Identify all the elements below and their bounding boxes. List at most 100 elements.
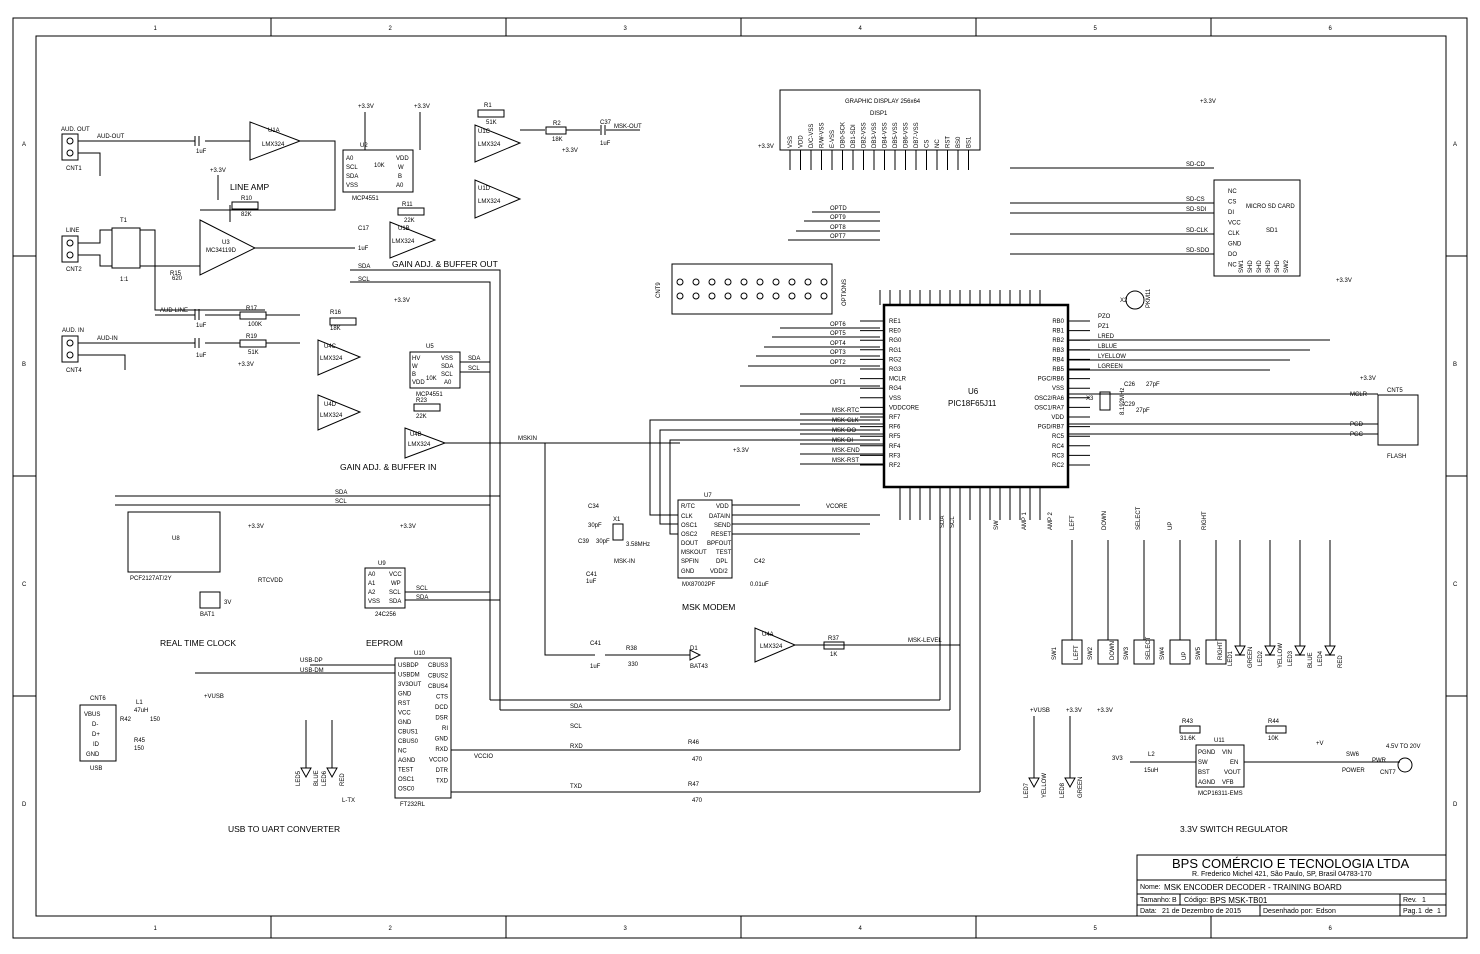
u1c-opamp: U1C LMX324 R1 51K R2 18K C37 1uF MSK-OUT — [474, 103, 642, 163]
svg-text:OSC1: OSC1 — [681, 523, 698, 529]
grid-col-bottom: 5 — [1094, 926, 1098, 932]
u6-pin-right: RB3 — [1052, 348, 1064, 354]
svg-text:BAT43: BAT43 — [690, 664, 709, 670]
power-led-ref: LED7 — [1024, 782, 1030, 798]
svg-text:18K: 18K — [330, 326, 341, 332]
svg-text:W: W — [412, 364, 418, 370]
size-value: B — [1172, 897, 1177, 904]
svg-text:OSC2: OSC2 — [681, 532, 698, 538]
svg-text:R2: R2 — [553, 121, 561, 127]
jumper-label: SW — [994, 520, 1000, 530]
drawn-value: Edson — [1316, 908, 1336, 915]
switch-ref: SW5 — [1196, 646, 1202, 660]
u6-pin-right: RC2 — [1052, 463, 1065, 469]
c22-val: 1uF — [196, 323, 207, 329]
svg-text:CNT7: CNT7 — [1380, 770, 1396, 776]
svg-text:LMX324: LMX324 — [320, 413, 343, 419]
display-pin: DB3-VSS — [872, 122, 878, 148]
svg-text:+3.3V: +3.3V — [1336, 278, 1352, 284]
svg-text:VOUT: VOUT — [1224, 770, 1241, 776]
svg-text:SW: SW — [1198, 760, 1208, 766]
u1d-opamp: U1D LMX324 +3.3V — [474, 148, 578, 219]
net-msk_end: MSK-END — [832, 448, 860, 454]
svg-text:3V3: 3V3 — [1112, 756, 1123, 762]
svg-text:VDD: VDD — [396, 156, 409, 162]
status-led-label: BLUE — [1308, 652, 1314, 668]
svg-text:MX87002PF: MX87002PF — [682, 582, 716, 588]
svg-text:4.5V TO 20V: 4.5V TO 20V — [1386, 744, 1420, 750]
svg-text:GND: GND — [86, 752, 100, 758]
u6-pin-left: VSS — [889, 396, 901, 402]
flash-connector: CNT5 FLASH MCLR PGD PGC +3.3V +3.3V — [1068, 278, 1419, 460]
display-pin: NC — [935, 139, 941, 148]
svg-text:SPFIN: SPFIN — [681, 559, 699, 565]
sd-pin: CS — [1228, 200, 1236, 206]
sd-pin: CLK — [1228, 231, 1240, 237]
svg-text:BPFOUT: BPFOUT — [707, 541, 732, 547]
svg-text:USB-DM: USB-DM — [300, 668, 324, 674]
net-msk_rtc: MSK-RTC — [832, 408, 860, 414]
svg-text:SDA: SDA — [940, 516, 946, 528]
u6-pin-right: RB4 — [1052, 357, 1064, 363]
svg-text:+3.3V: +3.3V — [248, 524, 264, 530]
company-name: BPS COMÉRCIO E TECNOLOGIA LTDA — [1172, 856, 1410, 871]
net-aud-in: AUD-IN — [97, 336, 118, 342]
display-pin: DB0-SCK — [841, 122, 847, 148]
page-total: 1 — [1437, 908, 1441, 915]
date-value: 21 de Dezembro de 2015 — [1162, 908, 1241, 915]
page-label: Pag. — [1403, 908, 1417, 915]
svg-text:LMX324: LMX324 — [478, 199, 501, 205]
svg-text:VIN: VIN — [1222, 750, 1232, 756]
u9-eeprom: U9 A0 A1 A2 VSS VCC WP SCL SDA 24C256 +3… — [364, 524, 500, 648]
svg-text:GRAPHIC DISPLAY 256x64: GRAPHIC DISPLAY 256x64 — [845, 99, 921, 105]
net-msk_do: MSK-DO — [832, 428, 856, 434]
code-value: BPS MSK-TB01 — [1210, 896, 1268, 905]
svg-text:FT232RL: FT232RL — [400, 802, 426, 808]
u6-pin-left: RF4 — [889, 444, 901, 450]
svg-text:ID: ID — [93, 742, 100, 748]
svg-text:+VUSB: +VUSB — [204, 694, 224, 700]
u6-pin-right: RC3 — [1052, 453, 1065, 459]
net-opt: OPT1 — [830, 380, 846, 386]
sd-shield-pin: SHD — [1257, 260, 1263, 273]
svg-text:VSS: VSS — [346, 183, 358, 189]
cnt4-ref: CNT4 — [66, 368, 82, 374]
svg-text:R46: R46 — [688, 740, 700, 746]
svg-text:MCLR: MCLR — [1350, 392, 1368, 398]
svg-text:DISP1: DISP1 — [870, 111, 888, 117]
svg-text:MSKIN: MSKIN — [518, 436, 537, 442]
jumper-label: RIGHT — [1202, 511, 1208, 530]
svg-text:SDA: SDA — [346, 174, 358, 180]
svg-text:SCL: SCL — [416, 586, 428, 592]
u6-pin-left: RG3 — [889, 367, 902, 373]
svg-text:PZO: PZO — [1098, 314, 1111, 320]
svg-text:15uH: 15uH — [1144, 768, 1158, 774]
u6-pin-left: RF3 — [889, 453, 901, 459]
svg-text:22K: 22K — [416, 414, 427, 420]
svg-text:LMX324: LMX324 — [320, 356, 343, 362]
net-lblue: LBLUE — [1098, 344, 1117, 350]
svg-text:PWR: PWR — [1372, 758, 1387, 764]
svg-text:+3.3V: +3.3V — [400, 524, 416, 530]
svg-text:PZ1: PZ1 — [1098, 324, 1110, 330]
sd-shield-pin: SHD — [1275, 260, 1281, 273]
u6-pin-right: RB5 — [1052, 367, 1064, 373]
svg-text:HV: HV — [412, 356, 420, 362]
svg-text:LMX324: LMX324 — [408, 442, 431, 448]
net-opt: OPT3 — [830, 350, 846, 356]
u3-line-amp: LINE AMP U3 MC34119D R10 82K +3.3V — [199, 168, 355, 276]
svg-text:SCL: SCL — [441, 372, 453, 378]
svg-text:51K: 51K — [248, 350, 259, 356]
svg-text:R47: R47 — [688, 782, 700, 788]
grid-row-left: D — [22, 802, 27, 808]
net-sd_sdo: SD-SDO — [1186, 248, 1210, 254]
svg-text:VCC: VCC — [389, 572, 402, 578]
display-pin: VDD — [799, 135, 805, 148]
board-name: MSK ENCODER DECODER - TRAINING BOARD — [1164, 883, 1342, 892]
section-switch-regulator: 3.3V SWITCH REGULATOR — [1180, 824, 1288, 834]
svg-text:MICRO SD CARD: MICRO SD CARD — [1246, 204, 1295, 210]
